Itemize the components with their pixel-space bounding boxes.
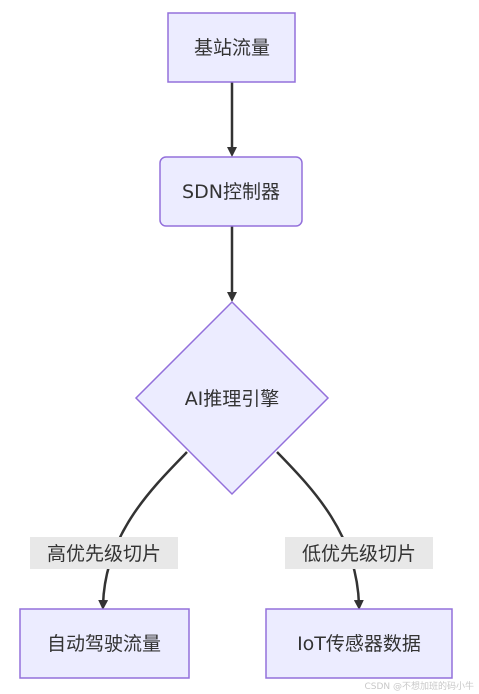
node-label: AI推理引擎	[185, 388, 280, 410]
edge-label-text: 高优先级切片	[47, 543, 161, 565]
node-diamond	[134, 300, 330, 496]
node-box	[167, 12, 296, 83]
edge-label-bg	[30, 537, 178, 569]
node-sdn-controller[interactable]: SDN控制器	[159, 156, 303, 227]
edge-label-low-priority: 低优先级切片	[285, 537, 433, 569]
edge-label-bg	[285, 537, 433, 569]
edge-ai-to-iot	[276, 451, 364, 610]
node-box	[265, 608, 453, 679]
node-box	[159, 156, 303, 227]
node-label: IoT传感器数据	[297, 633, 421, 655]
node-base-station[interactable]: 基站流量	[167, 12, 296, 83]
edge-label-text: 低优先级切片	[302, 543, 416, 565]
node-box	[19, 608, 190, 679]
watermark-text: CSDN @不想加班的码小牛	[364, 680, 474, 692]
node-autonomous-traffic[interactable]: 自动驾驶流量	[19, 608, 190, 679]
node-iot-sensor-data[interactable]: IoT传感器数据	[265, 608, 453, 679]
node-label: SDN控制器	[182, 181, 280, 203]
edge-ai-to-autonomous	[98, 451, 188, 610]
node-label: 基站流量	[194, 37, 270, 59]
node-ai-engine[interactable]: AI推理引擎	[134, 300, 330, 496]
node-label: 自动驾驶流量	[47, 633, 161, 655]
edge-label-high-priority: 高优先级切片	[30, 537, 178, 569]
